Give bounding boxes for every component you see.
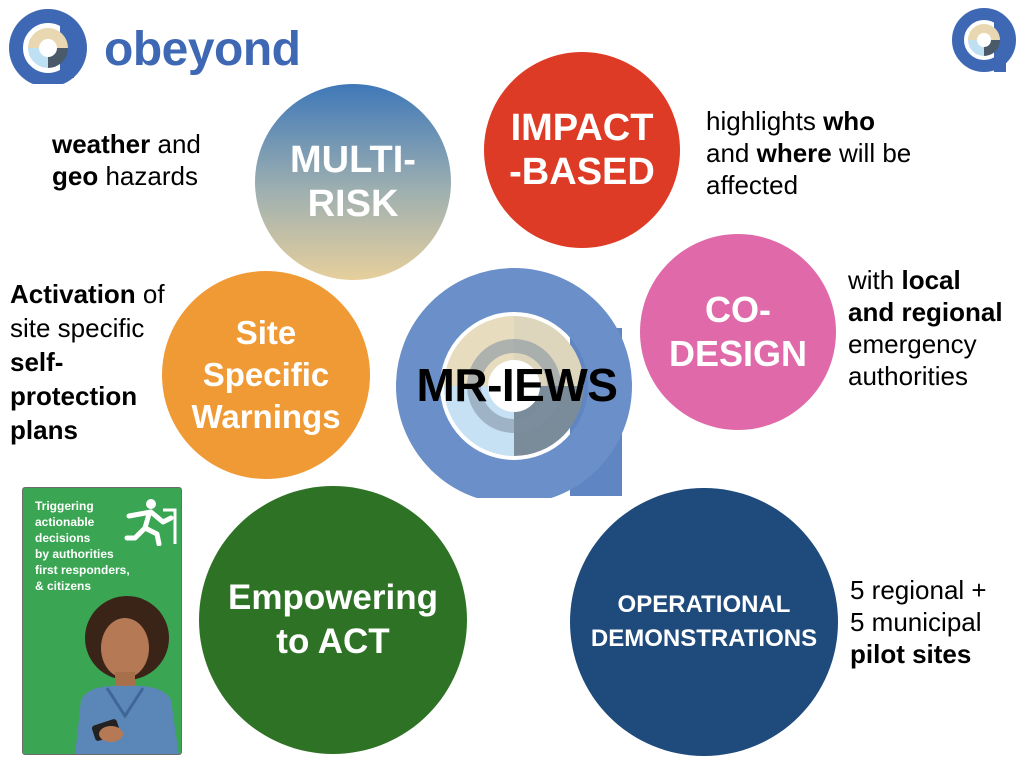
desc-text: will be bbox=[831, 138, 912, 168]
impact-based-line1: IMPACT bbox=[510, 107, 654, 149]
center-title: MR-IEWS bbox=[416, 359, 618, 411]
desc-bold: local bbox=[901, 265, 961, 295]
desc-text: with bbox=[848, 265, 902, 295]
desc-text: hazards bbox=[98, 161, 198, 191]
operational-line2: DEMONSTRATIONS bbox=[590, 625, 818, 652]
desc-text: affected bbox=[706, 170, 799, 200]
operational-demonstrations-circle: OPERATIONAL DEMONSTRATIONS bbox=[570, 488, 838, 756]
impact-based-description: highlights who and where will be affecte… bbox=[706, 105, 911, 201]
operational-description: 5 regional + 5 municipal pilot sites bbox=[850, 574, 987, 670]
desc-text: site specific bbox=[10, 313, 145, 343]
desc-text: of bbox=[135, 279, 165, 309]
site-specific-line1: Site bbox=[235, 314, 297, 351]
co-design-line1: CO- bbox=[705, 289, 771, 330]
empowering-circle: Empowering to ACT bbox=[199, 486, 467, 754]
poster-line: by authorities bbox=[35, 547, 114, 561]
desc-bold: weather bbox=[52, 129, 151, 159]
desc-bold: and regional bbox=[848, 297, 1003, 327]
desc-bold: who bbox=[823, 106, 876, 136]
emergency-exit-running-person-icon bbox=[124, 499, 177, 546]
site-specific-line3: Warnings bbox=[191, 398, 341, 435]
desc-bold: geo bbox=[52, 161, 99, 191]
desc-text: authorities bbox=[848, 361, 968, 391]
poster-line: first responders, bbox=[35, 563, 130, 577]
poster-line: Triggering bbox=[35, 499, 94, 513]
poster-line: & citizens bbox=[35, 579, 92, 593]
poster-line: actionable bbox=[35, 515, 95, 529]
person-with-phone-illustration bbox=[75, 596, 179, 754]
multi-risk-description: weather and geo hazards bbox=[52, 128, 201, 192]
logo-wordmark: obeyond bbox=[104, 23, 301, 76]
desc-bold: pilot sites bbox=[850, 639, 972, 669]
desc-text: 5 municipal bbox=[850, 607, 982, 637]
co-design-description: with local and regional emergency author… bbox=[848, 264, 1003, 392]
desc-bold: where bbox=[756, 138, 832, 168]
desc-bold: Activation bbox=[10, 279, 136, 309]
desc-bold: plans bbox=[10, 415, 78, 445]
poster-card: Triggering actionable decisions by autho… bbox=[22, 487, 182, 755]
multi-risk-circle: MULTI- RISK bbox=[255, 84, 451, 280]
corner-logo-icon bbox=[952, 8, 1016, 72]
operational-line1: OPERATIONAL bbox=[617, 591, 791, 618]
site-specific-warnings-circle: Site Specific Warnings bbox=[162, 271, 370, 479]
logo-mark-icon bbox=[9, 9, 87, 84]
empowering-line1: Empowering bbox=[227, 578, 439, 617]
desc-text: and bbox=[150, 129, 201, 159]
impact-based-line2: -BASED bbox=[509, 151, 655, 193]
desc-bold: self- bbox=[10, 347, 64, 377]
desc-bold: protection bbox=[10, 381, 138, 411]
co-design-line2: DESIGN bbox=[668, 333, 808, 374]
poster-line: decisions bbox=[35, 531, 91, 545]
desc-text: emergency bbox=[848, 329, 977, 359]
multi-risk-line2: RISK bbox=[307, 183, 399, 225]
desc-text: highlights bbox=[706, 106, 824, 136]
co-design-circle: CO- DESIGN bbox=[640, 234, 836, 430]
multi-risk-line1: MULTI- bbox=[290, 139, 416, 181]
site-specific-description: Activation of site specific self- protec… bbox=[10, 277, 165, 447]
site-specific-line2: Specific bbox=[202, 356, 330, 393]
empowering-line2: to ACT bbox=[276, 622, 390, 661]
center-logo-mark-icon bbox=[396, 268, 632, 498]
impact-based-circle: IMPACT -BASED bbox=[484, 52, 680, 248]
poster-text: Triggering actionable decisions by autho… bbox=[35, 498, 145, 594]
desc-text: and bbox=[706, 138, 757, 168]
desc-text: 5 regional + bbox=[850, 575, 987, 605]
brand-logo: obeyond bbox=[8, 4, 328, 84]
